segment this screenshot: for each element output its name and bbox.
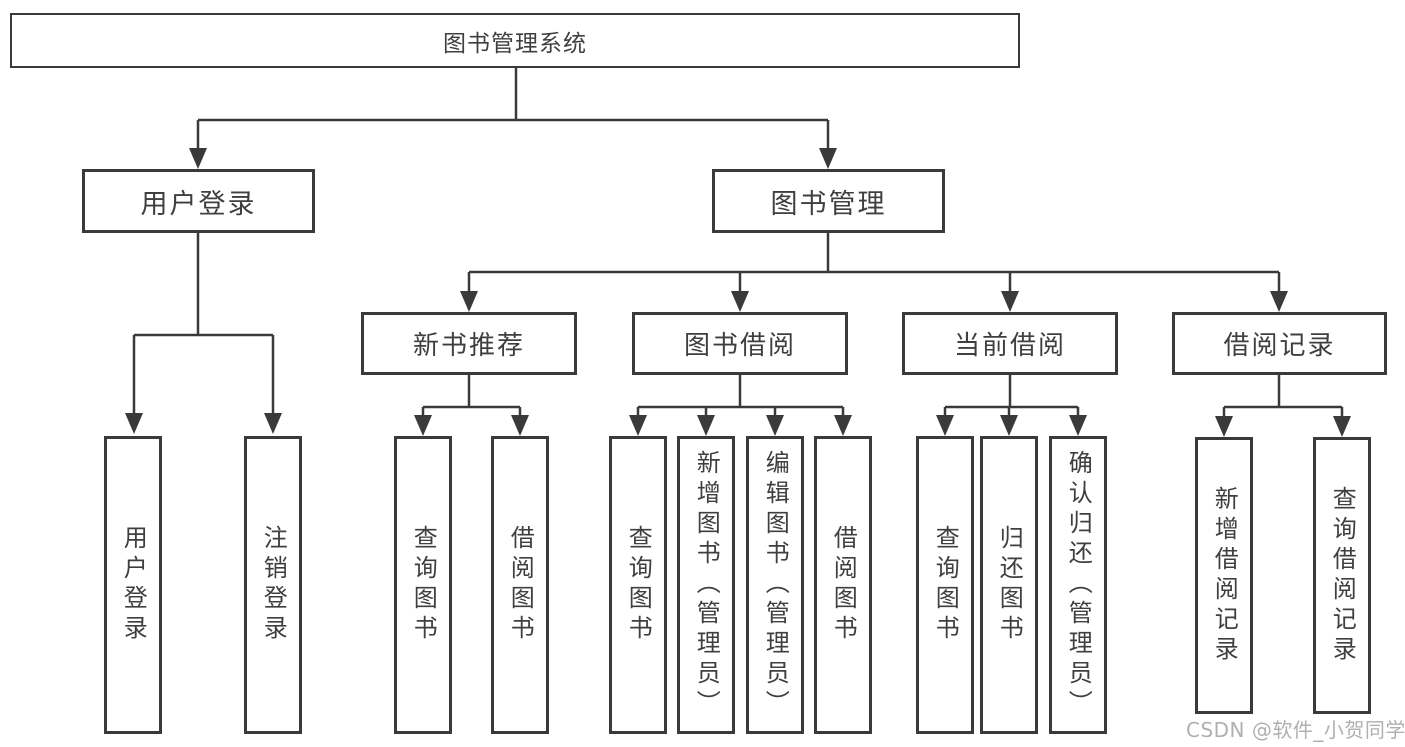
node-leaf-query-books-2: 查询图书 [609, 436, 667, 734]
node-leaf-return-books: 归还图书 [980, 436, 1038, 734]
node-leaf-logout: 注销登录 [244, 436, 302, 734]
node-book-borrowing-label: 图书借阅 [683, 331, 796, 361]
node-leaf-add-book-admin: 新增图书（管理员） [677, 436, 735, 734]
node-current-borrowing-label: 当前借阅 [953, 331, 1066, 361]
node-borrowing-records: 借阅记录 [1172, 312, 1387, 375]
connector-book-mgmt-children [460, 233, 1288, 312]
node-book-borrowing: 图书借阅 [632, 312, 848, 375]
node-new-book-recommend: 新书推荐 [361, 312, 577, 375]
connector-current-borrow-children [936, 375, 1087, 436]
csdn-watermark: CSDN @软件_小贺同学 [1186, 718, 1405, 742]
node-new-book-recommend-label: 新书推荐 [412, 331, 525, 361]
node-borrowing-records-label: 借阅记录 [1223, 331, 1336, 361]
connector-book-borrow-children [629, 375, 852, 436]
node-leaf-user-login: 用户登录 [104, 436, 162, 734]
node-user-login: 用户登录 [82, 169, 315, 233]
node-leaf-query-books-1: 查询图书 [394, 436, 452, 734]
node-current-borrowing: 当前借阅 [902, 312, 1118, 375]
node-leaf-confirm-return-admin: 确认归还（管理员） [1049, 436, 1107, 734]
connector-new-book-rec-children [414, 375, 529, 436]
connector-borrow-records-children [1215, 375, 1351, 437]
connector-user-login-children [125, 233, 282, 434]
node-leaf-query-books-3: 查询图书 [916, 436, 974, 734]
node-user-login-label: 用户登录 [140, 188, 257, 220]
node-leaf-add-borrow-record: 新增借阅记录 [1195, 437, 1253, 714]
node-library-system-label: 图书管理系统 [443, 30, 587, 57]
node-leaf-borrow-books-2: 借阅图书 [814, 436, 872, 734]
node-book-management-label: 图书管理 [770, 188, 887, 220]
node-leaf-edit-book-admin: 编辑图书（管理员） [746, 436, 804, 734]
node-leaf-query-borrow-record: 查询借阅记录 [1313, 437, 1371, 714]
node-library-system: 图书管理系统 [10, 13, 1020, 68]
node-leaf-borrow-books-1: 借阅图书 [491, 436, 549, 734]
node-book-management: 图书管理 [712, 169, 945, 233]
connector-root-to-level2 [189, 67, 837, 169]
